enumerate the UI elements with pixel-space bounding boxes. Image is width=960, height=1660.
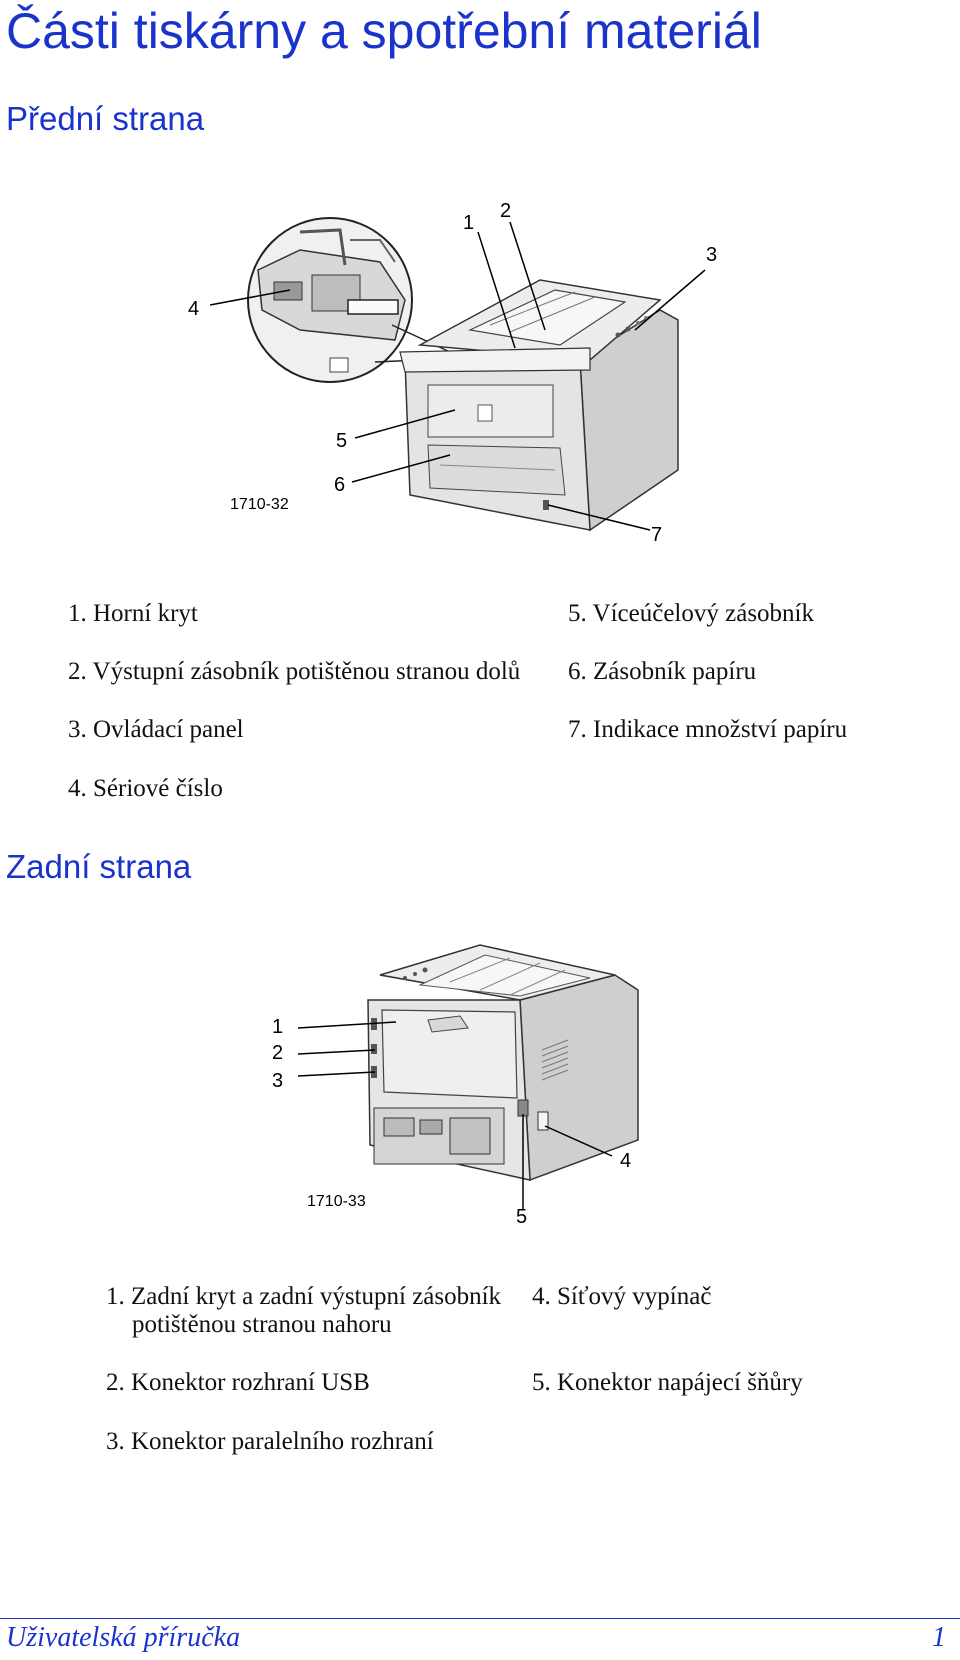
front-item-3: 3. Ovládací panel xyxy=(68,716,244,743)
rear-item-1-cont: potištěnou stranou nahoru xyxy=(132,1311,392,1338)
rear-item-3: 3. Konektor paralelního rozhraní xyxy=(106,1428,434,1455)
front-heading: Přední strana xyxy=(6,100,205,137)
front-callout-1: 1 xyxy=(463,212,475,234)
front-callout-6: 6 xyxy=(334,474,346,496)
page-title: Části tiskárny a spotřební materiál xyxy=(6,3,762,59)
rear-heading: Zadní strana xyxy=(6,848,192,885)
front-item-4: 4. Sériové číslo xyxy=(68,775,223,802)
rear-printer-body xyxy=(367,944,639,1182)
rear-item-5: 5. Konektor napájecí šňůry xyxy=(532,1369,803,1396)
front-item-7: 7. Indikace množství papíru xyxy=(568,716,848,743)
front-callout-3: 3 xyxy=(706,244,718,266)
front-item-5: 5. Víceúčelový zásobník xyxy=(568,600,814,627)
front-printer-body xyxy=(399,279,679,532)
rear-figure-code: 1710-33 xyxy=(307,1193,366,1210)
front-printer-illustration xyxy=(209,217,706,532)
rear-callout-5: 5 xyxy=(516,1206,528,1228)
footer-rule xyxy=(0,1618,960,1619)
rear-callout-2: 2 xyxy=(272,1042,284,1064)
front-callout-4: 4 xyxy=(188,298,200,320)
front-callout-5: 5 xyxy=(336,430,348,452)
rear-callout-3: 3 xyxy=(272,1070,284,1092)
rear-item-2: 2. Konektor rozhraní USB xyxy=(106,1369,370,1396)
front-callout-7: 7 xyxy=(651,524,663,546)
front-item-1: 1. Horní kryt xyxy=(68,600,198,627)
rear-printer-illustration xyxy=(297,944,639,1210)
footer-title: Uživatelská příručka xyxy=(6,1622,241,1653)
serial-number-inset xyxy=(247,217,413,383)
rear-item-1: 1. Zadní kryt a zadní výstupní zásobník xyxy=(106,1283,502,1310)
page-number: 1 xyxy=(932,1622,946,1653)
front-callout-2: 2 xyxy=(500,200,512,222)
rear-callout-4: 4 xyxy=(620,1150,632,1172)
rear-callout-1: 1 xyxy=(272,1016,284,1038)
front-figure-code: 1710-32 xyxy=(230,496,289,513)
front-item-2: 2. Výstupní zásobník potištěnou stranou … xyxy=(68,658,521,685)
front-item-6: 6. Zásobník papíru xyxy=(568,658,757,685)
rear-item-4: 4. Síťový vypínač xyxy=(532,1283,712,1310)
